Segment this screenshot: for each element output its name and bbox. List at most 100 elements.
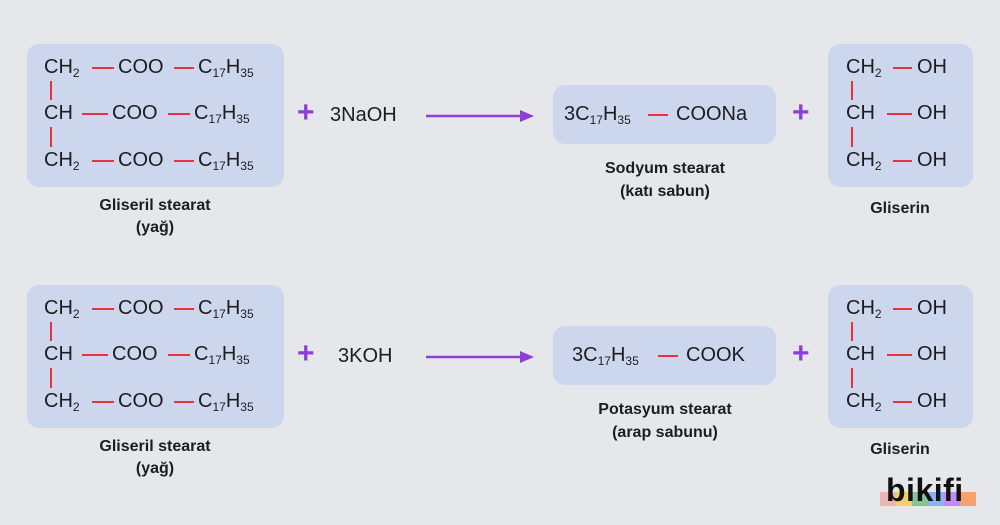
reaction1-product-h: H [602,103,618,125]
reaction2-stearyl-chain: C17H35 [198,297,254,321]
reaction2-reactant-label-sub: (yağ) [135,460,175,477]
reaction1-plus-icon: + [792,96,810,129]
reaction1-hydroxyl: OH [917,102,947,124]
reaction1-chain-sub2: 35 [240,159,254,173]
reaction2-ester-text: COO [118,297,164,319]
logo-color-bar [944,492,960,506]
reaction1-stearyl-chain: C17H35 [198,149,254,173]
reaction1-product-coef: 3C [564,103,590,125]
reaction2-chain-sub1: 17 [208,353,222,367]
reaction2-hydroxyl: OH [917,390,947,412]
reaction2-bond [82,354,108,356]
reaction2-reactant-carbon: CH2 [44,390,80,414]
reaction2-product-sub1: 17 [597,354,611,368]
reaction2-glycerin-carbon: CH2 [846,390,882,414]
reaction2-vbond [50,368,52,388]
reaction1-glycerin-carbon: CH2 [846,149,882,173]
reaction2-plus-icon: + [297,337,315,370]
reaction1-chain-sub2: 35 [236,112,250,126]
reaction1-chain-h: H [221,102,237,124]
reaction2-carbon-text: CH [44,390,73,412]
reaction1-product-group: COONa [676,103,748,125]
reaction1-glycerin-bond [887,113,912,115]
logo-color-bar [880,492,896,506]
reaction1-ester-group: COO [118,149,164,171]
reaction2-carbon-sub: 2 [72,400,80,414]
reaction2-chain-sub1: 17 [212,307,226,321]
reaction2-vbond [50,322,52,341]
reaction2-chain-h: H [225,390,241,412]
reaction1-product-label: Sodyum stearat [604,160,726,177]
reaction2-product-coef: 3C [572,344,598,366]
reaction2-glycerin-carbon-text: CH [846,297,875,319]
reaction2-chain-sub1: 17 [212,400,226,414]
reaction2-glycerin-bond [893,308,912,310]
reaction1-chain-c: C [198,149,213,171]
reaction2-product-label-sub: (arap sabunu) [612,424,718,441]
reaction2-reactant-carbon: CH [44,343,73,365]
reaction1-carbon-sub: 2 [72,66,80,80]
reaction2-carbon-sub: 2 [72,307,80,321]
reaction1-chain-sub1: 17 [212,66,226,80]
reaction2-chain-c: C [194,343,209,365]
reaction1-chain-sub1: 17 [208,112,222,126]
reaction2-ester-group: COO [112,343,158,365]
reaction1-glycerin-vbond [851,127,853,147]
reaction1-reactant-label: Gliseril stearat [99,197,211,214]
reaction1-ester-text: COO [118,56,164,78]
reaction1-chain-h: H [225,149,241,171]
reaction2-bond [174,401,194,403]
reaction2-hydroxyl: OH [917,343,947,365]
logo-color-bar [896,492,912,506]
reaction2-carbon-text: CH [44,297,73,319]
reaction2-hydroxyl: OH [917,297,947,319]
reaction1-ester-text: COO [118,149,164,171]
reaction1-glycerin-carbon: CH2 [846,56,882,80]
reaction1-bond [174,160,194,162]
reaction2-bond [174,308,194,310]
reaction2-reagent: 3KOH [338,345,393,367]
reaction1-plus-icon: + [297,96,315,129]
reaction1-reagent: 3NaOH [330,104,397,126]
reaction2-carbon-text: CH [44,343,73,365]
logo-color-bar [912,492,928,506]
bikifi-logo: bikifi [880,470,980,510]
reaction2-glycerin-vbond [851,368,853,388]
logo-color-bar [928,492,944,506]
reaction2-ester-text: COO [112,343,158,365]
reaction2-glycerin-carbon-text: CH [846,343,875,365]
reaction2-ester-group: COO [118,390,164,412]
reaction1-carbon-text: CH [44,102,73,124]
reaction2-product-bond [658,355,678,357]
reaction1-reactant-carbon: CH2 [44,56,80,80]
reaction2-reactant-box [27,285,284,428]
reaction2-glycerin-carbon: CH2 [846,297,882,321]
reaction2-product-sub2: 35 [625,354,639,368]
reaction1-carbon-sub: 2 [72,159,80,173]
reaction1-chain-sub2: 35 [240,66,254,80]
reaction2-bond [168,354,190,356]
reaction2-glycerin-carbon-sub: 2 [874,400,882,414]
reaction1-glycerin-carbon-text: CH [846,102,875,124]
reaction1-ester-text: COO [112,102,158,124]
reaction1-ester-group: COO [118,56,164,78]
reaction1-bond [92,160,114,162]
reaction1-glycerin-bond [893,160,912,162]
reaction1-reactant-carbon: CH2 [44,149,80,173]
reaction1-product-label-sub: (katı sabun) [620,183,710,200]
reaction1-chain-sub1: 17 [212,159,226,173]
reaction2-bond [92,308,114,310]
reaction2-bond [92,401,114,403]
reaction2-stearyl-chain: C17H35 [198,390,254,414]
reaction1-glycerin-carbon-text: CH [846,149,875,171]
reaction2-glycerin-carbon-sub: 2 [874,307,882,321]
reaction1-vbond [50,81,52,100]
reaction2-arrow-icon [426,351,534,363]
reaction2-plus-icon: + [792,337,810,370]
reaction2-glycerin-carbon-text: CH [846,390,875,412]
reaction2-product-formula: 3C17H35 [572,344,639,368]
reaction1-glycerin-carbon-sub: 2 [874,159,882,173]
reaction1-bond [168,113,190,115]
reaction1-glycerin-carbon-sub: 2 [874,66,882,80]
reaction1-chain-c: C [194,102,209,124]
